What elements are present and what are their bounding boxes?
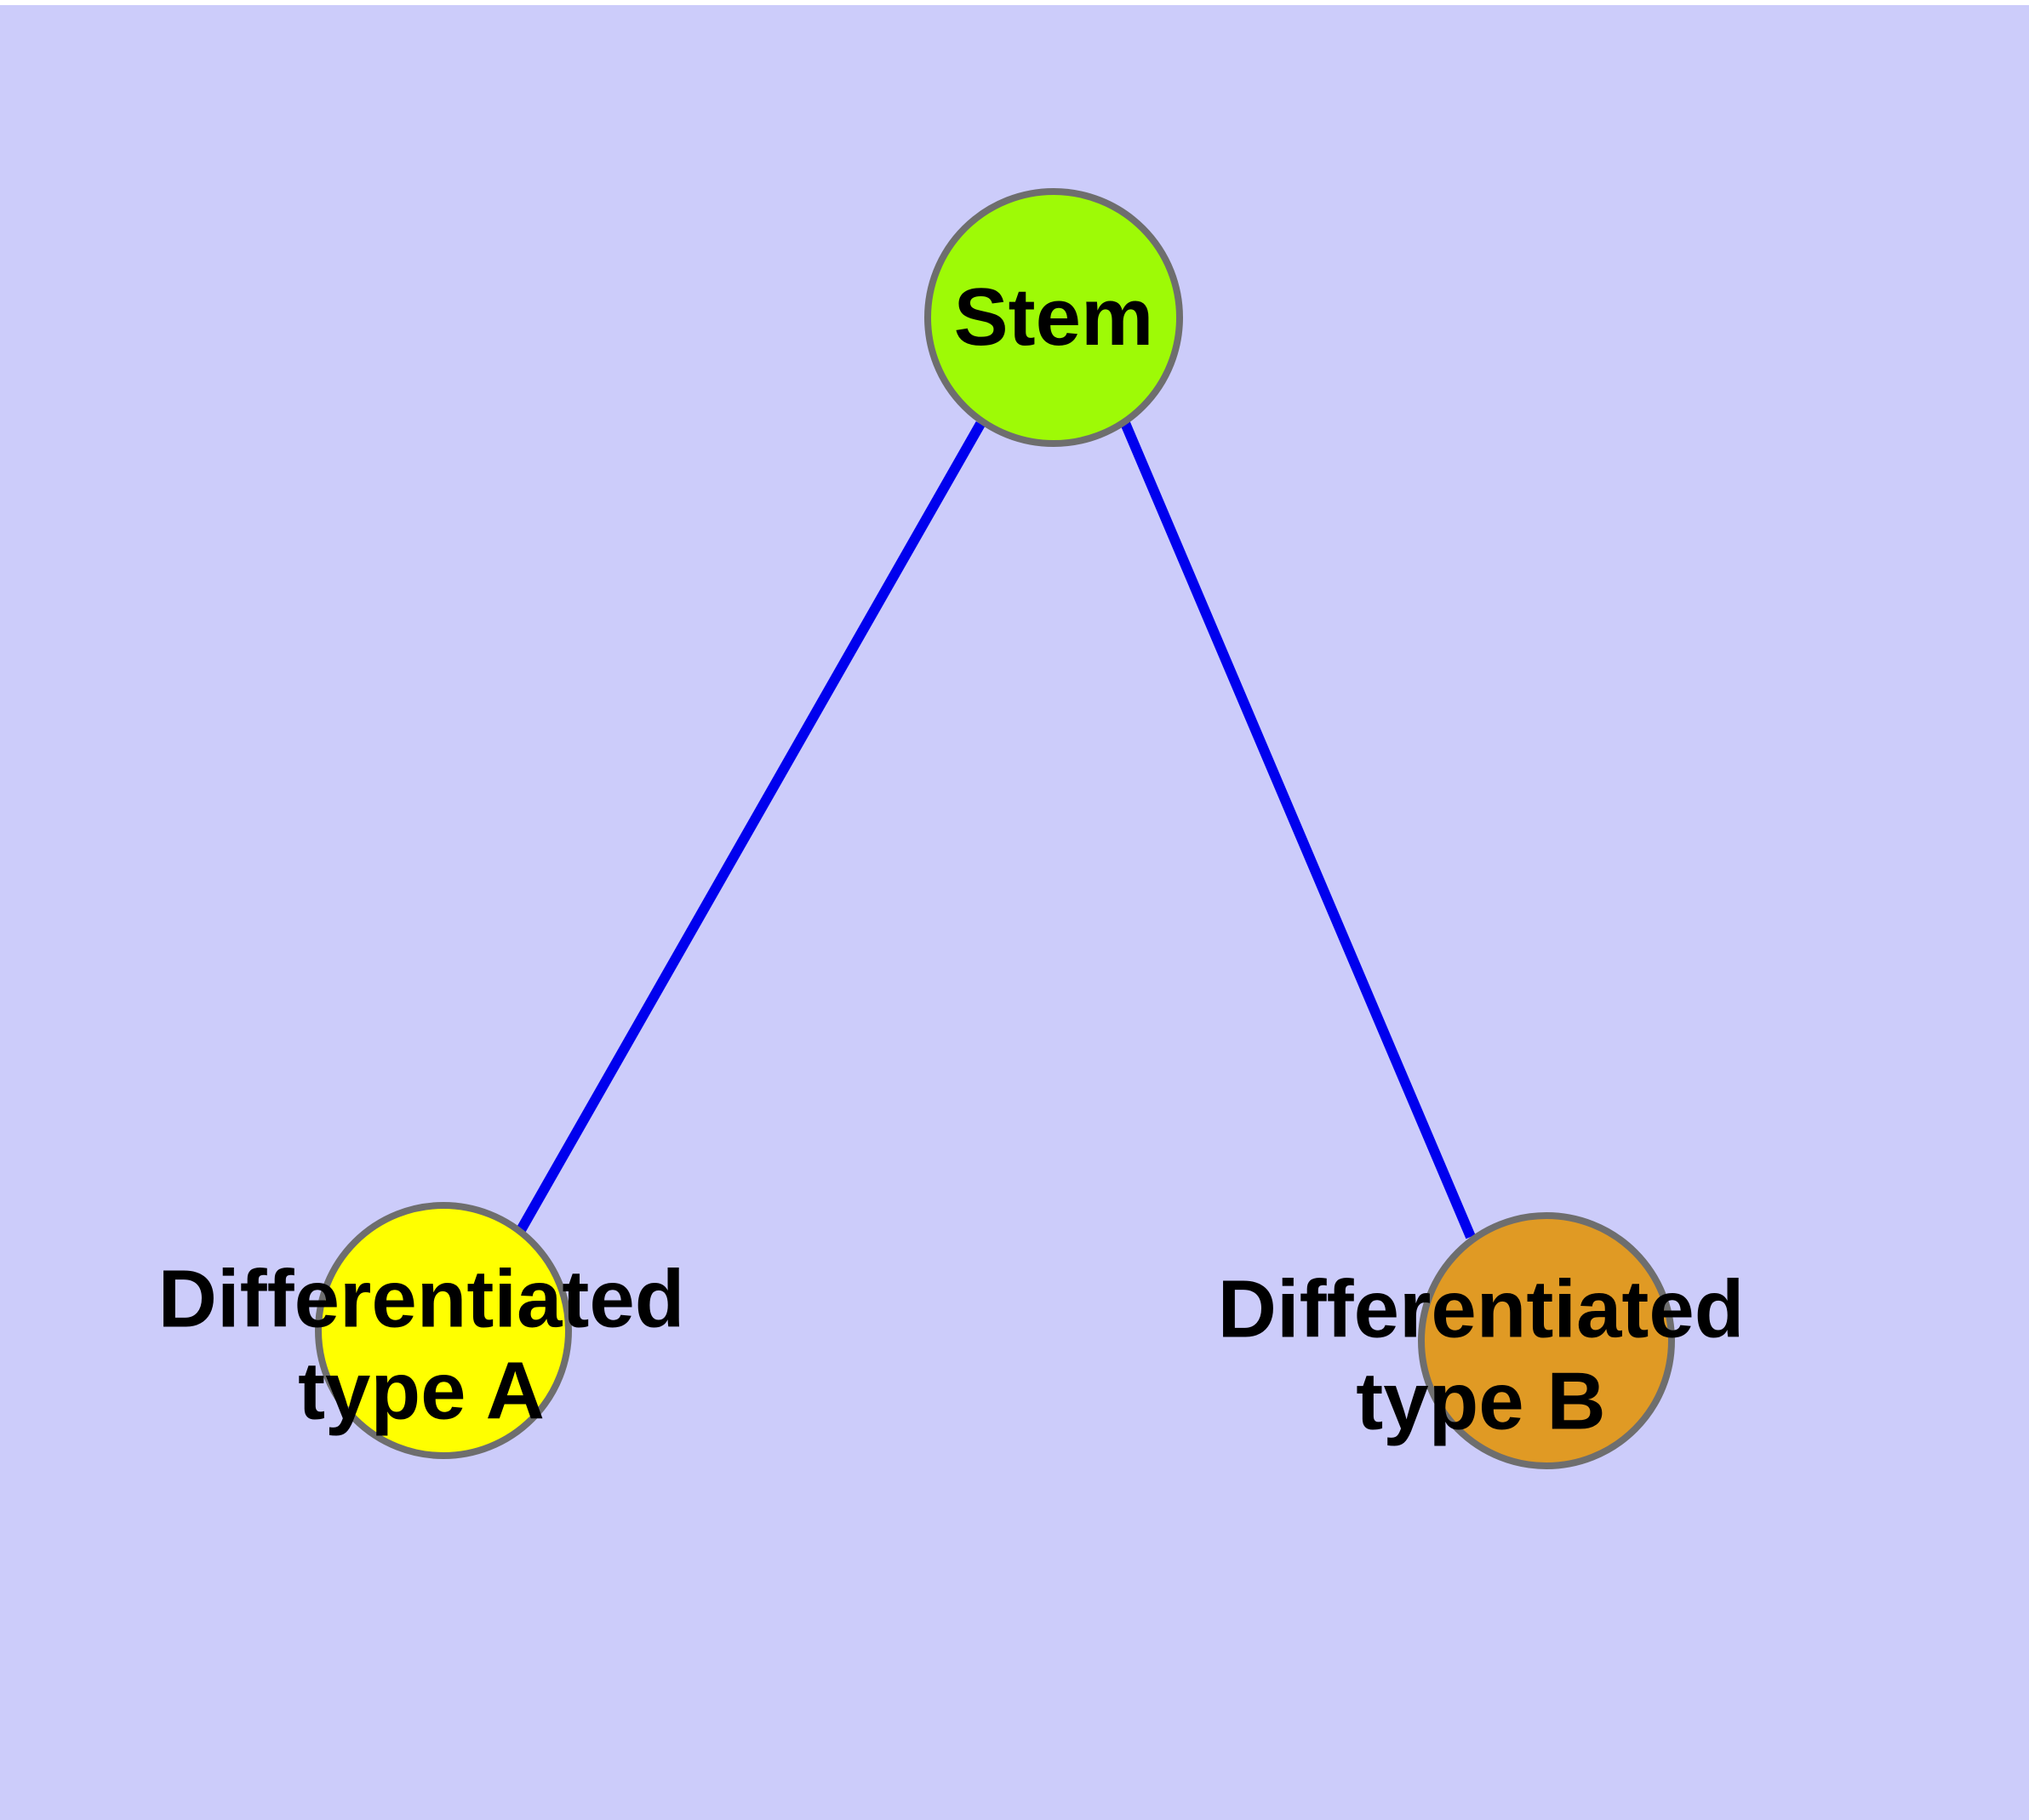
edge-layer (516, 421, 1476, 1239)
node-diff-a-circle[interactable] (315, 1202, 572, 1459)
node-stem-circle[interactable] (924, 188, 1183, 447)
node-layer (315, 188, 1675, 1469)
edge-stem-to-diff-a (516, 421, 986, 1233)
node-diff-b-circle[interactable] (1418, 1212, 1675, 1469)
edge-stem-to-diff-b (1120, 421, 1476, 1239)
canvas-top-border (0, 0, 2029, 5)
